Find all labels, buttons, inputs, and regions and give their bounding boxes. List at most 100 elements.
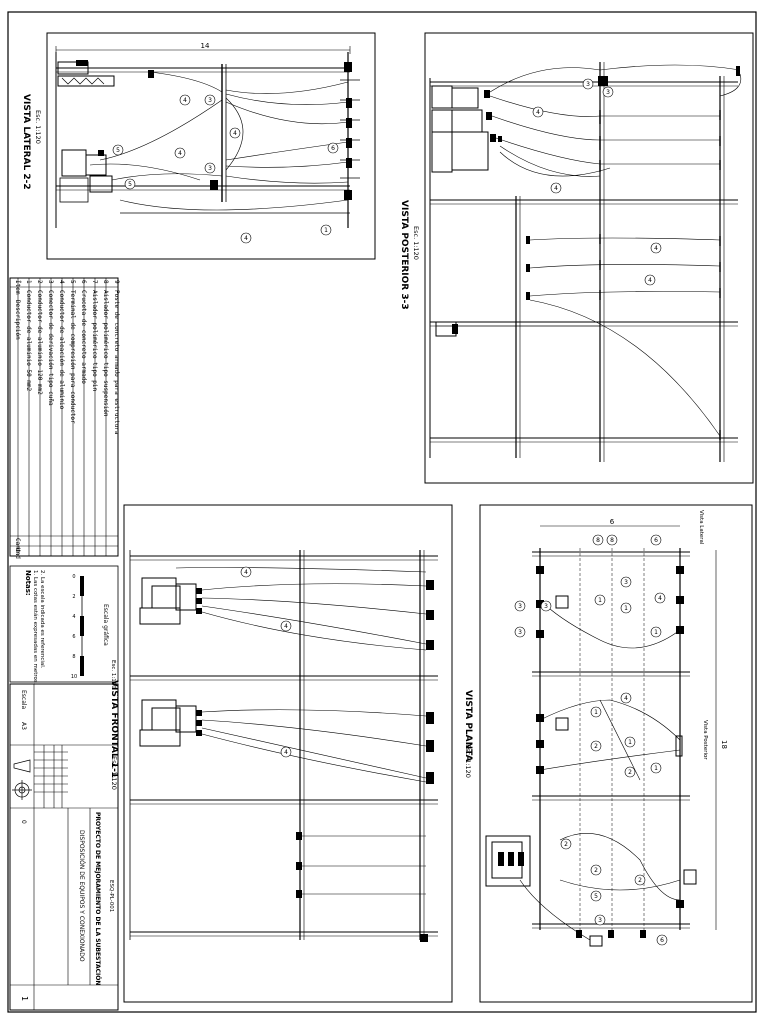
svg-text:1: 1 (628, 739, 632, 746)
bom-header-qty: Cant. (14, 538, 21, 556)
escala-label: Escala (20, 690, 27, 710)
svg-text:6: 6 (331, 145, 335, 152)
frontal-view-title: VISTA FRONTAL 1-1 (109, 680, 119, 778)
lateral-view-title: VISTA LATERAL 2-2 (21, 94, 31, 190)
planta-dim-6: 6 (610, 518, 615, 526)
svg-text:4: 4 (233, 130, 237, 137)
notes-title: Notas: (24, 570, 32, 596)
planta-view-title: VISTA PLANTA (463, 690, 473, 762)
project-title: PROYECTO DE MEJORAMIENTO DE LA SUBESTACI… (94, 812, 101, 985)
bom-table: Ítem Descripción Cant. Und 1 Conductor d… (9, 277, 120, 559)
svg-text:3: 3 (518, 603, 522, 610)
planta-view-scale: Esc. 1:120 (464, 744, 472, 778)
note-item: 1. Las cotas están expresadas en metros. (32, 570, 39, 685)
sheet-border (7, 11, 757, 1013)
svg-text:4: 4 (536, 109, 540, 116)
lateral-dim-14: 14 (201, 42, 210, 50)
svg-text:4: 4 (244, 235, 248, 242)
svg-text:1: 1 (594, 709, 598, 716)
title-block: Escala A3 PROYECTO DE MEJORAMIENTO DE LA… (9, 683, 119, 1011)
svg-text:4: 4 (284, 749, 288, 756)
svg-text:4: 4 (244, 569, 248, 576)
lateral-view: 14 (21, 32, 376, 260)
posterior-view-title: VISTA POSTERIOR 3-3 (399, 200, 409, 310)
sheet-number: 1 (20, 996, 29, 1001)
posterior-view-scale: Esc. 1:120 (412, 226, 420, 260)
svg-text:3: 3 (606, 89, 610, 96)
svg-text:6: 6 (660, 937, 664, 944)
svg-text:5: 5 (116, 147, 120, 154)
bom-header-description: Descripción (14, 300, 21, 340)
svg-text:3: 3 (208, 165, 212, 172)
notes-block: Notas: 1. Las cotas están expresadas en … (9, 565, 119, 689)
svg-text:4: 4 (654, 245, 658, 252)
bom-row-item: 6 (80, 280, 87, 284)
bom-row-item: 3 (47, 280, 54, 284)
scale-tick: 4 (72, 614, 75, 620)
frontal-view: 4 4 4 VISTA FRONTAL 1-1 Esc. 1:120 (109, 504, 453, 1003)
scale-tick: 0 (72, 574, 75, 580)
svg-text:1: 1 (324, 227, 328, 234)
scale-tick: 6 (72, 634, 75, 640)
scale-tick: 8 (72, 654, 75, 660)
planta-cut-posterior: Vista Posterior (702, 720, 708, 760)
posterior-view: 4 4 3 3 4 4 VISTA POSTERIOR 3-3 Esc. 1:120 (399, 32, 754, 484)
svg-text:4: 4 (183, 97, 187, 104)
drawing-content: DISPOSICIÓN DE EQUIPOS Y CONEXIONADO (78, 830, 85, 962)
projection-symbol (12, 759, 32, 800)
frontal-view-scale: Esc. 1:120 (110, 756, 118, 790)
svg-text:4: 4 (178, 150, 182, 157)
bom-row-description: Conductor de aluminio 120 mm2 (36, 290, 43, 395)
svg-text:2: 2 (638, 877, 642, 884)
bom-row-description: Conductor de aleación de aluminio (58, 290, 65, 410)
note-item: 2. La escala indicada es referencial. (39, 570, 45, 669)
bom-row-description: Aislador polimérico tipo pin (91, 290, 98, 392)
planta-view: 6 18 Vista Lateral Vista Posterior (463, 504, 753, 1003)
svg-text:1: 1 (654, 629, 658, 636)
bom-row-description: Conductor de aluminio 50 mm2 (25, 290, 32, 392)
svg-text:3: 3 (544, 603, 548, 610)
svg-text:4: 4 (554, 185, 558, 192)
svg-text:8: 8 (596, 537, 600, 544)
bom-row-item: 4 (58, 280, 65, 284)
svg-text:8: 8 (610, 537, 614, 544)
planta-dim-18: 18 (720, 740, 728, 749)
svg-text:3: 3 (598, 917, 602, 924)
svg-text:4: 4 (624, 695, 628, 702)
svg-text:1: 1 (624, 605, 628, 612)
bom-row-description: Aislador polimérico tipo suspensión (102, 290, 109, 417)
drawing-code: ESQ-PL-001 (108, 880, 114, 912)
svg-text:1: 1 (654, 765, 658, 772)
svg-text:4: 4 (648, 277, 652, 284)
revision: 0 (20, 820, 27, 824)
lateral-view-scale: Esc. 1:120 (34, 110, 42, 144)
scale-bar: Escala gráfica Esc. 1:120 0 2 4 6 8 10 (71, 574, 116, 689)
bom-row-description: Terminal de compresión para conductor (69, 290, 76, 424)
bom-row-item: 2 (36, 280, 43, 284)
svg-text:5: 5 (128, 181, 132, 188)
svg-text:5: 5 (594, 893, 598, 900)
svg-text:6: 6 (654, 537, 658, 544)
scale-bar-title: Escala gráfica (102, 604, 109, 646)
bom-row-item: 9 (113, 280, 120, 284)
svg-text:3: 3 (518, 629, 522, 636)
svg-text:3: 3 (624, 579, 628, 586)
bom-row-item: 7 (91, 280, 98, 284)
bom-row-description: Poste de concreto armado para estructura (113, 290, 120, 435)
bom-row-description: Cruceta de concreto armado (80, 290, 87, 384)
svg-text:2: 2 (594, 867, 598, 874)
scale-bar-label: Esc. 1:120 (110, 660, 116, 689)
svg-text:4: 4 (658, 595, 662, 602)
bom-row-item: 1 (25, 280, 32, 284)
scale-tick: 10 (71, 674, 77, 680)
svg-text:4: 4 (284, 623, 288, 630)
svg-text:3: 3 (208, 97, 212, 104)
svg-text:2: 2 (628, 769, 632, 776)
bom-header-unit: Und (14, 548, 21, 559)
bom-row-item: 5 (69, 280, 76, 284)
scale-tick: 2 (72, 594, 75, 600)
svg-text:2: 2 (564, 841, 568, 848)
svg-text:3: 3 (586, 81, 590, 88)
bom-header-item: Ítem (14, 280, 22, 295)
